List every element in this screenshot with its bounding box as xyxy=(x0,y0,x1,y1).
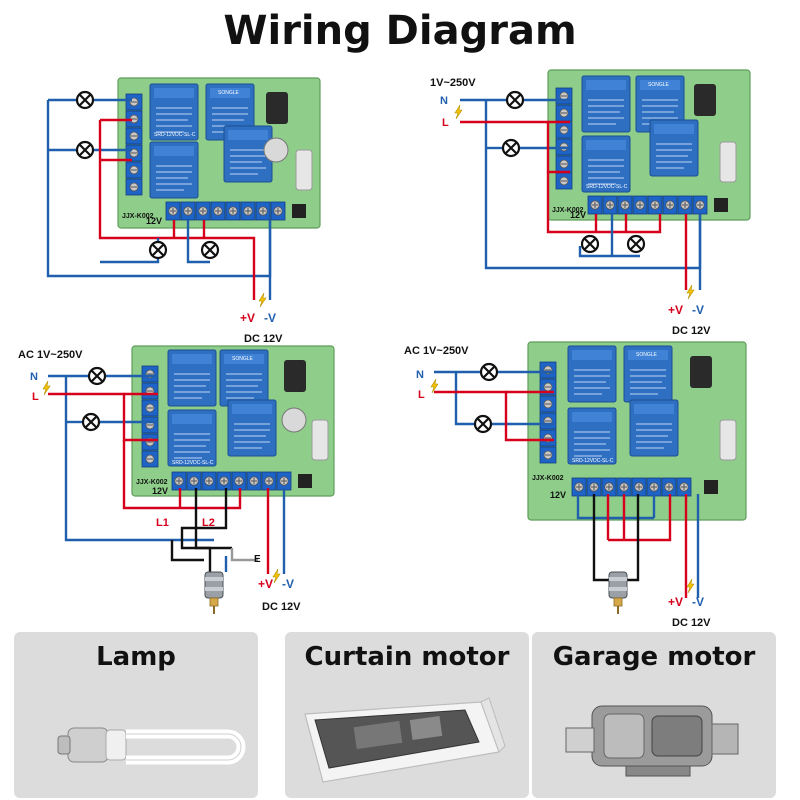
card-garage-motor: Garage motor xyxy=(532,632,776,798)
relay-board: JJX-K002 12V SRD-12VDC-SL-C SONGLE xyxy=(117,77,321,229)
board-model: JJX-K002 xyxy=(122,213,154,220)
wires xyxy=(460,98,702,290)
board-model: JJX-K002 xyxy=(136,479,168,486)
card-lamp: Lamp xyxy=(14,632,258,798)
relay-model: SRD-12VDC-SL-C xyxy=(572,458,614,464)
board-voltage: 12V xyxy=(550,490,566,500)
supply-plus: +V xyxy=(258,577,273,591)
curtain-motor-icon xyxy=(304,697,506,783)
board-model: JJX-K002 xyxy=(532,475,564,482)
lamp-symbol xyxy=(148,240,168,260)
ac-range: 1V~250V xyxy=(430,77,476,89)
supply-dc: DC 12V xyxy=(672,617,711,629)
lamp-icon xyxy=(57,727,246,765)
board-voltage: 12V xyxy=(570,210,586,220)
motor-symbol xyxy=(204,571,224,615)
card-title: Garage motor xyxy=(552,642,756,672)
lamp-symbol xyxy=(626,234,646,254)
supply-plus: +V xyxy=(240,311,255,325)
relay-model: SRD-12VDC-SL-C xyxy=(172,460,214,466)
line2-label: L2 xyxy=(202,517,215,529)
ac-range: AC 1V~250V xyxy=(404,345,469,357)
power-bolt-icon xyxy=(258,292,267,308)
panel-top-left: JJX-K002 12V SRD-12VDC-SL-C SONGLE +V -V xyxy=(46,77,321,345)
supply-minus: -V xyxy=(282,577,294,591)
earth-label: E xyxy=(254,554,261,565)
lamp-symbol xyxy=(473,414,493,434)
relay-brand: SONGLE xyxy=(232,356,254,362)
lamp-symbol xyxy=(580,234,600,254)
neutral-label: N xyxy=(416,369,424,381)
relay-brand: SONGLE xyxy=(218,90,240,96)
power-bolt-icon xyxy=(272,568,281,584)
live-label: L xyxy=(418,389,425,401)
supply-minus: -V xyxy=(692,595,704,609)
lamp-symbol xyxy=(81,412,101,432)
lamp-symbol xyxy=(479,362,499,382)
lamp-symbol xyxy=(75,140,95,160)
power-bolt-icon xyxy=(686,284,695,300)
neutral-label: N xyxy=(30,371,38,383)
supply-dc: DC 12V xyxy=(244,333,283,345)
card-title: Lamp xyxy=(96,642,176,672)
supply-plus: +V xyxy=(668,595,683,609)
lamp-symbol xyxy=(505,90,525,110)
lamp-symbol xyxy=(200,240,220,260)
motor-symbol xyxy=(608,571,628,615)
relay-board: JJX-K002 12V SRD-12VDC-SL-C SONGLE xyxy=(547,69,751,221)
relay-model: SRD-12VDC-SL-C xyxy=(154,132,196,138)
board-voltage: 12V xyxy=(146,216,162,226)
board-model: JJX-K002 xyxy=(552,207,584,214)
live-label: L xyxy=(32,391,39,403)
relay-board: JJX-K002 12V SRD-12VDC-SL-C SONGLE xyxy=(527,341,747,521)
supply-plus: +V xyxy=(668,303,683,317)
neutral-label: N xyxy=(440,95,448,107)
relay-brand: SONGLE xyxy=(636,352,658,358)
supply-minus: -V xyxy=(264,311,276,325)
supply-dc: DC 12V xyxy=(672,325,711,337)
supply-minus: -V xyxy=(692,303,704,317)
lamp-symbol xyxy=(87,366,107,386)
card-title: Curtain motor xyxy=(304,642,510,672)
card-curtain-motor: Curtain motor xyxy=(285,632,529,798)
lamp-symbol xyxy=(75,90,95,110)
garage-motor-icon xyxy=(565,705,739,777)
line1-label: L1 xyxy=(156,517,169,529)
wires xyxy=(434,370,700,598)
page-title: Wiring Diagram xyxy=(223,8,577,54)
relay-model: SRD-12VDC-SL-C xyxy=(586,184,628,190)
supply-dc: DC 12V xyxy=(262,601,301,613)
lamp-symbol xyxy=(501,138,521,158)
panel-bottom-right: AC 1V~250V N L JJX-K00 xyxy=(404,341,747,629)
ac-range: AC 1V~250V xyxy=(18,349,83,361)
ac-bolt-icon xyxy=(454,104,463,120)
wires xyxy=(48,374,286,574)
power-bolt-icon xyxy=(686,578,695,594)
panel-bottom-left: AC 1V~250V N L xyxy=(18,345,335,615)
live-label: L xyxy=(442,117,449,129)
relay-board: JJX-K002 12V SRD-12VDC-SL-C SONGLE xyxy=(131,345,335,497)
board-voltage: 12V xyxy=(152,486,168,496)
panel-top-right: 1V~250V N L JJX-K002 xyxy=(430,69,751,337)
relay-brand: SONGLE xyxy=(648,82,670,88)
